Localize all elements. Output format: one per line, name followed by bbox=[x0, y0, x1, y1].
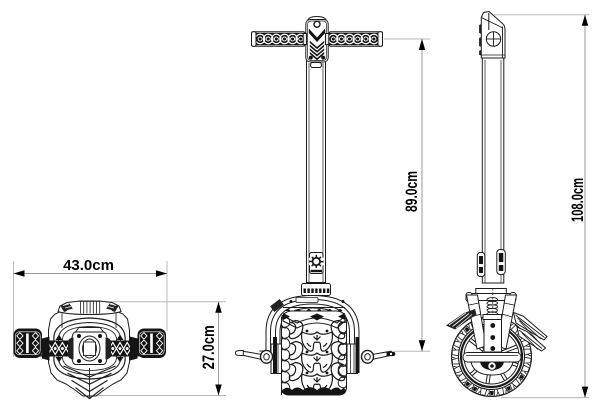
svg-text:89.0cm: 89.0cm bbox=[402, 171, 421, 212]
svg-text:27.0cm: 27.0cm bbox=[199, 325, 218, 369]
svg-text:43.0cm: 43.0cm bbox=[63, 257, 114, 274]
svg-text:108.0cm: 108.0cm bbox=[568, 178, 587, 222]
